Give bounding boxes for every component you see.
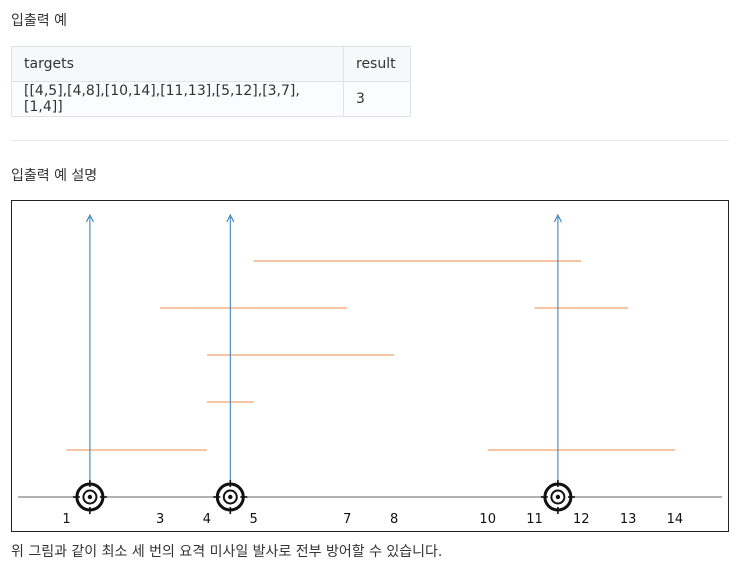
- axis-tick-label: 3: [156, 512, 164, 527]
- io-table: targets result [[4,5],[4,8],[10,14],[11,…: [11, 46, 411, 117]
- missile-arrowhead: [226, 213, 235, 223]
- example-heading: 입출력 예: [11, 13, 67, 29]
- target-icon: [222, 489, 238, 505]
- cell-result: 3: [343, 81, 411, 117]
- axis-tick-label: 10: [479, 512, 496, 527]
- header-targets: targets: [11, 46, 344, 82]
- target-icon: [228, 494, 233, 500]
- header-result: result: [343, 46, 411, 82]
- axis-tick-label: 12: [573, 512, 590, 527]
- axis-tick-label: 8: [390, 512, 398, 527]
- missile-arrowhead: [553, 213, 562, 223]
- explanation-heading: 입출력 예 설명: [11, 168, 98, 184]
- divider: [11, 140, 729, 141]
- axis-tick-label: 7: [343, 512, 351, 527]
- target-icon: [555, 494, 561, 500]
- target-icon: [82, 489, 98, 505]
- table-row: [[4,5],[4,8],[10,14],[11,13],[5,12],[3,7…: [11, 81, 411, 117]
- missile-arrowhead: [85, 213, 94, 223]
- axis-tick-label: 5: [250, 512, 258, 527]
- axis-tick-label: 1: [62, 512, 70, 527]
- axis-tick-label: 14: [667, 512, 684, 527]
- caption: 위 그림과 같이 최소 세 번의 요격 미사일 발사로 전부 방어할 수 있습니…: [11, 544, 443, 560]
- axis-tick-label: 11: [526, 512, 543, 527]
- axis-tick-label: 13: [620, 512, 637, 527]
- cell-targets: [[4,5],[4,8],[10,14],[11,13],[5,12],[3,7…: [11, 81, 344, 117]
- axis-tick-label: 4: [203, 512, 211, 527]
- target-icon: [550, 489, 566, 505]
- target-icon: [87, 494, 93, 500]
- table-header-row: targets result: [11, 46, 411, 82]
